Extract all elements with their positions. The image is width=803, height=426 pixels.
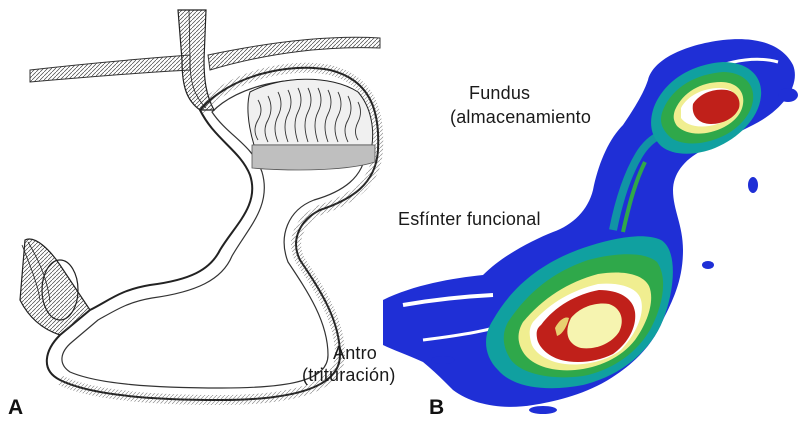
panel-a-anatomy-drawing: Antro (trituración) A [0, 0, 400, 426]
fundus-sublabel: (almacenamiento [450, 106, 591, 128]
fundus-label: Fundus [469, 82, 530, 104]
panel-b-letter: B [429, 396, 444, 420]
diaphragm-left [30, 55, 190, 82]
sphincter-label: Esfínter funcional [398, 208, 541, 230]
panel-a-letter: A [8, 396, 23, 420]
antro-label: Antro [333, 342, 377, 364]
fundus-rugae [248, 79, 373, 145]
fluid-level [252, 145, 375, 170]
panel-b-scintigraphy: Fundus (almacenamiento Esfínter funciona… [383, 0, 803, 426]
pylorus-duodenum [20, 239, 90, 335]
antro-sublabel: (trituración) [302, 364, 396, 386]
